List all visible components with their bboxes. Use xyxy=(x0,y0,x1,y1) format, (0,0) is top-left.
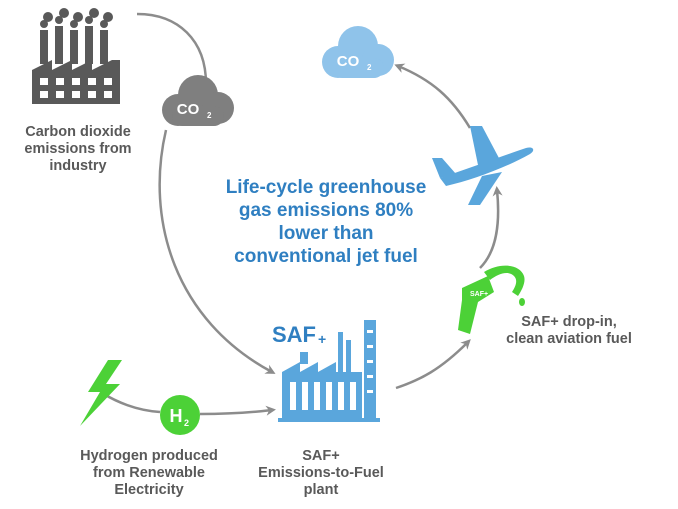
co2-blue-cloud-icon: CO 2 xyxy=(322,26,394,78)
co2-gray-sub: 2 xyxy=(207,111,212,120)
arrow-electricity-to-h2 xyxy=(101,391,161,414)
arrow-industry-to-co2 xyxy=(136,12,208,85)
hydrogen-label: Hydrogen produced from Renewable Electri… xyxy=(80,448,218,498)
arrow-plant-to-pump xyxy=(395,339,471,390)
plant-brand-plus: + xyxy=(318,331,326,347)
arrow-h2-to-plant xyxy=(199,405,276,416)
co2-gray-text: CO xyxy=(177,101,200,118)
h2-text: H xyxy=(170,406,183,426)
plant-brand-text: SAF xyxy=(272,322,316,347)
lightning-icon xyxy=(80,360,122,426)
industry-label: Carbon dioxide emissions from industry xyxy=(24,124,132,174)
h2-circle-icon: H 2 xyxy=(160,395,200,435)
fuel-label: SAF+ drop-in, clean aviation fuel xyxy=(506,314,632,347)
plant-label: SAF+ Emissions-to-Fuel plant xyxy=(258,448,384,498)
center-message: Life-cycle greenhouse gas emissions 80% … xyxy=(225,177,427,267)
h2-sub: 2 xyxy=(184,418,189,428)
pump-brand-text: SAF+ xyxy=(470,291,488,298)
airplane-icon xyxy=(432,126,534,205)
co2-gray-cloud-icon: CO 2 xyxy=(162,75,234,126)
arrow-pump-to-plane xyxy=(479,186,503,269)
factory-icon xyxy=(32,8,120,104)
co2-blue-text: CO xyxy=(337,53,360,70)
arrow-plane-to-co2 xyxy=(394,63,472,129)
arrow-co2-to-plant xyxy=(158,129,276,374)
co2-blue-sub: 2 xyxy=(367,63,372,72)
plant-icon: SAF + xyxy=(272,320,380,422)
fuel-pump-icon: SAF+ xyxy=(458,265,525,334)
